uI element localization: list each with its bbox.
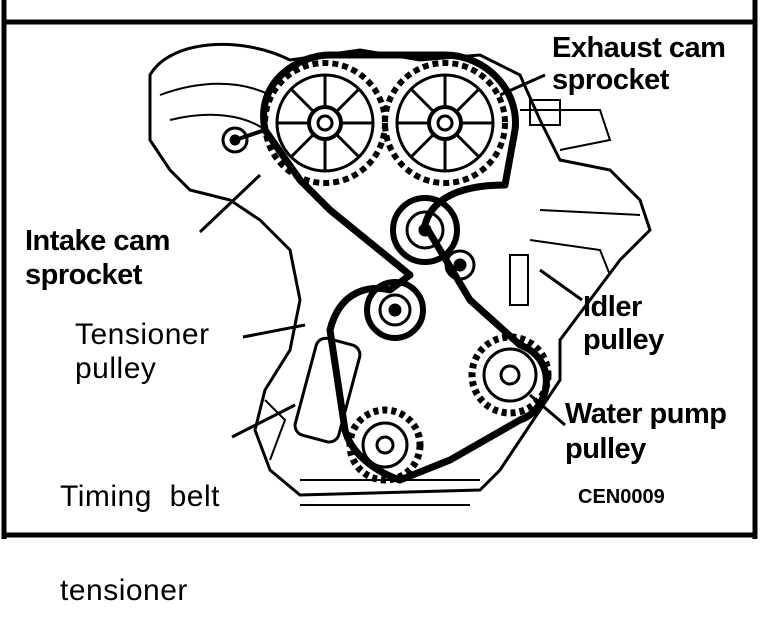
label-line: pulley — [565, 433, 646, 465]
small-idler-pulleys — [221, 126, 476, 281]
tensioner-pulley — [364, 279, 426, 341]
label-line: Timing belt — [60, 480, 220, 513]
label-line: sprocket — [25, 259, 142, 291]
label-line: pulley — [583, 324, 664, 356]
intake-cam-sprocket — [262, 60, 388, 186]
label-tensioner-pulley: Tensioner pulley — [75, 320, 210, 384]
crankshaft-sprocket — [346, 406, 424, 484]
exhaust-cam-sprocket — [382, 60, 508, 186]
figure-code: CEN0009 — [578, 486, 665, 508]
water-pump-pulley — [468, 333, 552, 417]
label-idler-pulley: Idler pulley — [583, 293, 664, 355]
engine-block — [148, 42, 652, 506]
label-line: tensioner — [60, 574, 188, 607]
engine-timing-diagram — [1, 0, 758, 539]
label-timing-belt-tensioner: Timing belt tensioner — [60, 422, 220, 636]
leader-lines — [198, 73, 583, 439]
label-exhaust-cam-sprocket: Exhaust cam sprocket — [552, 32, 726, 96]
idler-pulley — [390, 195, 460, 265]
diagram-frame — [1, 0, 758, 539]
label-line: pulley — [75, 352, 157, 385]
label-line: sprocket — [552, 64, 669, 96]
label-water-pump-pulley: Water pump pulley — [565, 398, 727, 465]
label-line: Idler — [583, 291, 642, 323]
label-line: Water pump — [565, 398, 727, 430]
label-line: Tensioner — [75, 318, 210, 351]
label-line: Exhaust cam — [552, 32, 726, 64]
label-intake-cam-sprocket: Intake cam sprocket — [25, 227, 170, 290]
label-line: Intake cam — [25, 225, 170, 257]
